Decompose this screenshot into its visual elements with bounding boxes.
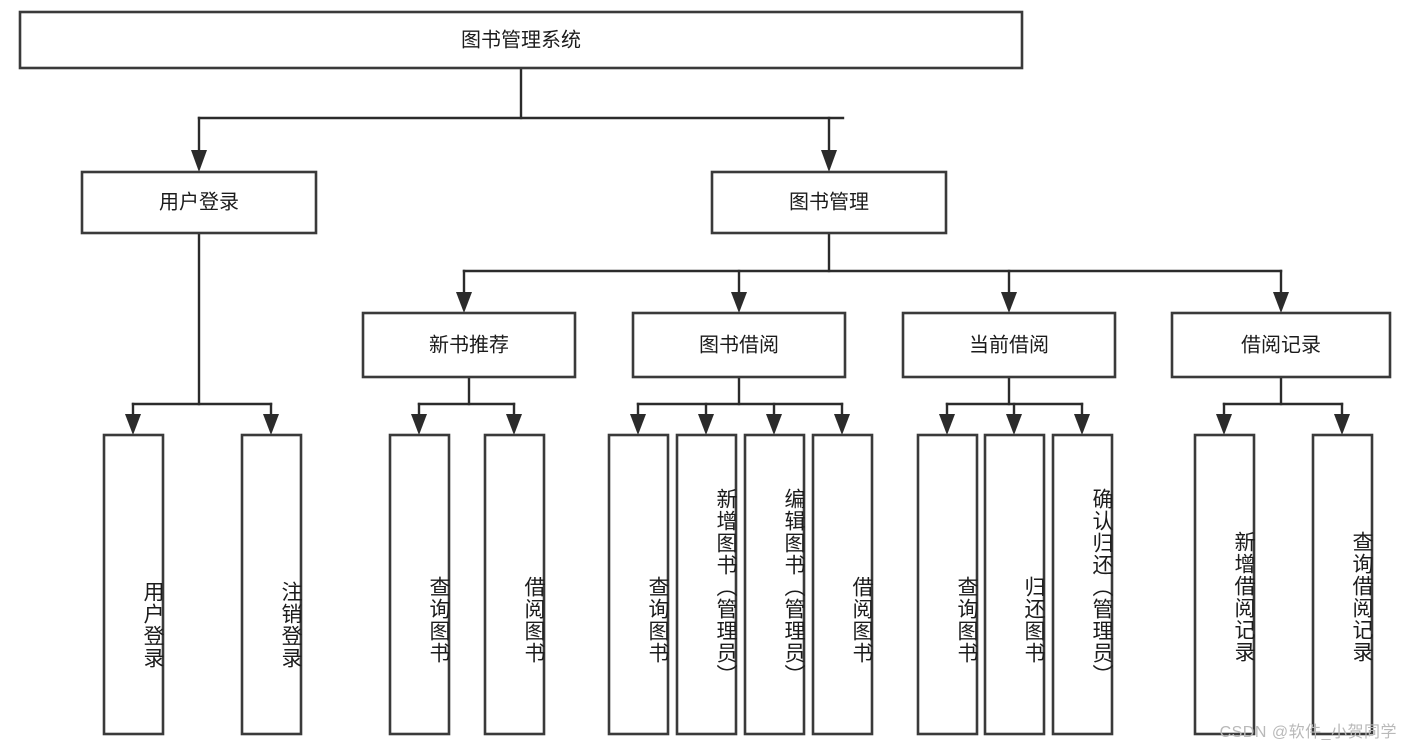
node-current-borrow-label: 当前借阅 — [969, 333, 1049, 356]
node-current-borrow-box[interactable] — [901, 311, 1117, 379]
edge-group-new-book-recommend-to-leaves — [411, 375, 522, 435]
arrow-head-leaf-query-borrow-record — [1334, 414, 1350, 435]
node-user-login[interactable]: 用户登录 — [80, 170, 318, 235]
node-leaf-user-login-box[interactable] — [102, 433, 165, 736]
arrow-head-leaf-query-book-3 — [939, 414, 955, 435]
node-leaf-borrow-book-2-box[interactable] — [811, 433, 874, 736]
node-book-borrow[interactable]: 图书借阅 — [631, 311, 847, 379]
arrow-head-leaf-borrow-book-2 — [834, 414, 850, 435]
node-book-management[interactable]: 图书管理 — [710, 170, 948, 235]
arrow-head-leaf-logout-login — [263, 414, 279, 435]
node-book-management-box[interactable] — [710, 170, 948, 235]
node-new-book-recommend-label: 新书推荐 — [429, 333, 509, 356]
node-leaf-query-book-1-box[interactable] — [388, 433, 451, 736]
node-book-borrow-box[interactable] — [631, 311, 847, 379]
node-root-system[interactable]: 图书管理系统 — [18, 10, 1024, 70]
arrow-head-leaf-user-login — [125, 414, 141, 435]
edge-group-book-borrow-to-leaves — [630, 375, 850, 435]
node-leaf-return-book-box[interactable] — [983, 433, 1046, 736]
watermark-text: CSDN @软件_小贺同学 — [1219, 724, 1397, 741]
arrow-head-leaf-return-book — [1006, 414, 1022, 435]
node-leaf-query-book-3-box[interactable] — [916, 433, 979, 736]
node-leaf-query-book-2-box[interactable] — [607, 433, 670, 736]
node-book-management-label: 图书管理 — [789, 190, 869, 213]
node-borrow-record[interactable]: 借阅记录 — [1170, 311, 1392, 379]
arrow-head-leaf-confirm-return-admin — [1074, 414, 1090, 435]
node-leaf-edit-book-admin-box[interactable] — [743, 433, 806, 736]
arrow-head-leaf-query-book-1 — [411, 414, 427, 435]
arrow-head-leaf-query-book-2 — [630, 414, 646, 435]
edge-group-borrow-record-to-leaves — [1216, 375, 1350, 435]
node-leaf-logout-login-box[interactable] — [240, 433, 303, 736]
edge-group-current-borrow-to-leaves — [939, 375, 1090, 435]
edge-group-book-management-to-level3 — [456, 231, 1289, 313]
arrow-head-book-borrow — [731, 292, 747, 313]
arrow-head-book-management — [821, 150, 837, 172]
node-leaf-confirm-return-admin-box[interactable] — [1051, 433, 1114, 736]
node-leaf-add-book-admin-box[interactable] — [675, 433, 738, 736]
arrow-head-leaf-edit-book-admin — [766, 414, 782, 435]
node-borrow-record-label: 借阅记录 — [1241, 333, 1321, 356]
edge-group-user-login-to-leaves — [125, 231, 279, 435]
arrow-head-leaf-borrow-book-1 — [506, 414, 522, 435]
node-user-login-box[interactable] — [80, 170, 318, 235]
arrow-head-leaf-add-book-admin — [698, 414, 714, 435]
arrow-head-new-book-recommend — [456, 292, 472, 313]
arrow-head-leaf-add-borrow-record — [1216, 414, 1232, 435]
arrow-head-borrow-record — [1273, 292, 1289, 313]
node-current-borrow[interactable]: 当前借阅 — [901, 311, 1117, 379]
node-new-book-recommend[interactable]: 新书推荐 — [361, 311, 577, 379]
arrow-head-user-login — [191, 150, 207, 172]
node-book-borrow-label: 图书借阅 — [699, 333, 779, 356]
node-new-book-recommend-box[interactable] — [361, 311, 577, 379]
node-borrow-record-box[interactable] — [1170, 311, 1392, 379]
arrow-head-current-borrow — [1001, 292, 1017, 313]
node-leaf-borrow-book-1-box[interactable] — [483, 433, 546, 736]
node-root-system-box[interactable] — [18, 10, 1024, 70]
node-root-system-label: 图书管理系统 — [461, 28, 581, 51]
edge-group-root-to-level2 — [191, 66, 845, 172]
node-user-login-label: 用户登录 — [159, 190, 239, 213]
node-leaf-add-borrow-record-box[interactable] — [1193, 433, 1256, 736]
node-leaf-query-borrow-record-box[interactable] — [1311, 433, 1374, 736]
